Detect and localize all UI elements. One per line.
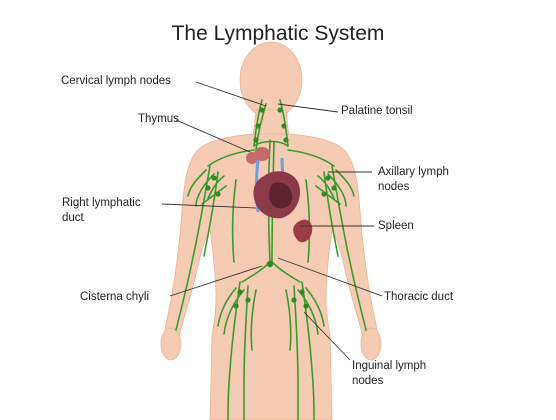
label-thoracic-duct: Thoracic duct	[384, 291, 454, 303]
label-right-lymphatic-duct-line2: duct	[62, 212, 84, 224]
label-thymus: Thymus	[138, 113, 179, 125]
label-right-lymphatic-duct-line1: Right lymphatic	[62, 197, 141, 209]
label-cervical-lymph-nodes: Cervical lymph nodes	[61, 75, 171, 87]
thymus-organ	[246, 147, 270, 164]
leader-lines	[161, 81, 383, 361]
label-inguinal-lymph-nodes-line1: Inguinal lymph	[352, 360, 427, 372]
label-axillary-lymph-nodes-line1: Axillary lymph	[378, 166, 449, 178]
label-palatine-tonsil: Palatine tonsil	[341, 105, 413, 117]
diagram-title: The Lymphatic System	[171, 22, 385, 45]
label-axillary-lymph-nodes-line2: nodes	[378, 181, 410, 193]
heart-organ	[253, 157, 301, 219]
lymph-vessels	[175, 99, 367, 420]
lymph-nodes	[205, 107, 337, 309]
spleen-organ	[293, 219, 313, 243]
label-cisterna-chyli: Cisterna chyli	[80, 291, 150, 303]
label-spleen: Spleen	[378, 220, 414, 232]
label-inguinal-lymph-nodes-line2: nodes	[352, 375, 384, 387]
body-silhouette	[160, 41, 382, 420]
